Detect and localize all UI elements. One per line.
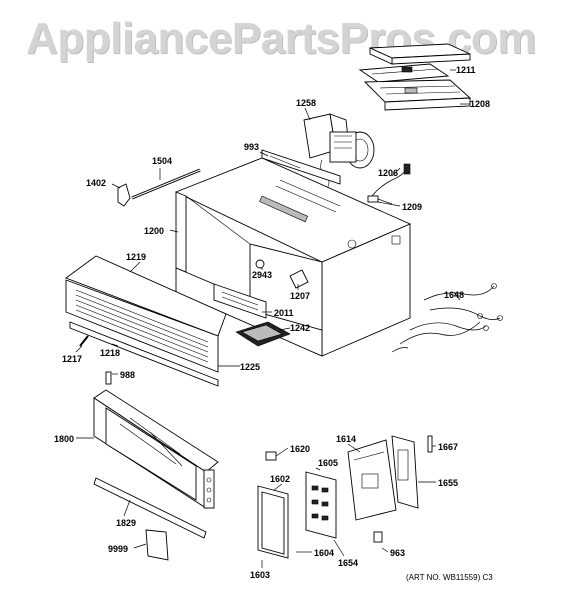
- part-1242-filter[interactable]: [235, 321, 291, 347]
- part-1209-sensor[interactable]: [367, 195, 393, 205]
- label-1200: 1200: [144, 226, 164, 236]
- part-963-clip[interactable]: [373, 531, 383, 543]
- label-1218: 1218: [100, 348, 120, 358]
- part-1211-vent-cover[interactable]: [358, 43, 471, 83]
- part-1655-board[interactable]: [391, 435, 419, 509]
- label-1667: 1667: [438, 442, 458, 452]
- label-988: 988: [120, 370, 135, 380]
- part-1218-grille[interactable]: [65, 279, 219, 373]
- part-1667-clip[interactable]: [427, 435, 433, 453]
- part-1207-clip[interactable]: [289, 269, 309, 289]
- label-1258: 1258: [296, 98, 316, 108]
- label-1800: 1800: [54, 434, 74, 444]
- label-2943: 2943: [252, 270, 272, 280]
- part-988-screw[interactable]: [105, 371, 112, 385]
- label-1242: 1242: [290, 323, 310, 333]
- part-1219-grille-top[interactable]: [65, 255, 227, 337]
- label-993: 993: [244, 142, 259, 152]
- label-1602: 1602: [270, 474, 290, 484]
- part-1402-bracket[interactable]: [117, 183, 131, 207]
- label-1603: 1603: [250, 570, 270, 580]
- label-1654: 1654: [338, 558, 358, 568]
- part-labels: 1211 1208 1258 993 1504 1402 1206 1209 1…: [54, 65, 493, 582]
- part-1800-door[interactable]: [93, 389, 219, 509]
- label-963: 963: [390, 548, 405, 558]
- label-1402: 1402: [86, 178, 106, 188]
- part-1206-thermostat[interactable]: [371, 163, 411, 197]
- part-1217-screw[interactable]: [79, 335, 89, 347]
- label-1211: 1211: [456, 65, 476, 75]
- label-1604: 1604: [314, 548, 334, 558]
- part-9999-manual[interactable]: [145, 529, 169, 561]
- part-1208-mounting-plate[interactable]: [363, 79, 472, 111]
- label-1614: 1614: [336, 434, 356, 444]
- part-1648-wire-harness[interactable]: [391, 283, 503, 353]
- label-1225: 1225: [240, 362, 260, 372]
- label-1219: 1219: [126, 252, 146, 262]
- label-1605: 1605: [318, 458, 338, 468]
- label-1207: 1207: [290, 291, 310, 301]
- part-1605-keypad[interactable]: [305, 471, 337, 539]
- label-1206: 1206: [378, 168, 398, 178]
- label-1217: 1217: [62, 354, 82, 364]
- part-2943-nut[interactable]: [255, 259, 265, 269]
- label-9999: 9999: [108, 544, 128, 554]
- part-1225-trim[interactable]: [69, 321, 219, 387]
- label-1208: 1208: [470, 99, 490, 109]
- label-1209: 1209: [402, 202, 422, 212]
- leader-lines: [75, 69, 470, 568]
- part-2011-grille-plate[interactable]: [213, 283, 267, 319]
- part-1829-handle[interactable]: [93, 477, 207, 539]
- label-1655: 1655: [438, 478, 458, 488]
- label-1620: 1620: [290, 444, 310, 454]
- label-2011: 2011: [274, 308, 294, 318]
- part-1620-knob[interactable]: [265, 451, 277, 461]
- label-1648: 1648: [444, 290, 464, 300]
- label-1829: 1829: [116, 518, 136, 528]
- part-1258-fan-motor[interactable]: [303, 113, 375, 191]
- part-1614-control-board[interactable]: [347, 439, 397, 521]
- art-number-note: (ART NO. WB11559) C3: [406, 573, 493, 582]
- label-1504: 1504: [152, 156, 172, 166]
- part-1504-rod[interactable]: [131, 168, 201, 200]
- part-1602-panel-frame[interactable]: [257, 485, 289, 559]
